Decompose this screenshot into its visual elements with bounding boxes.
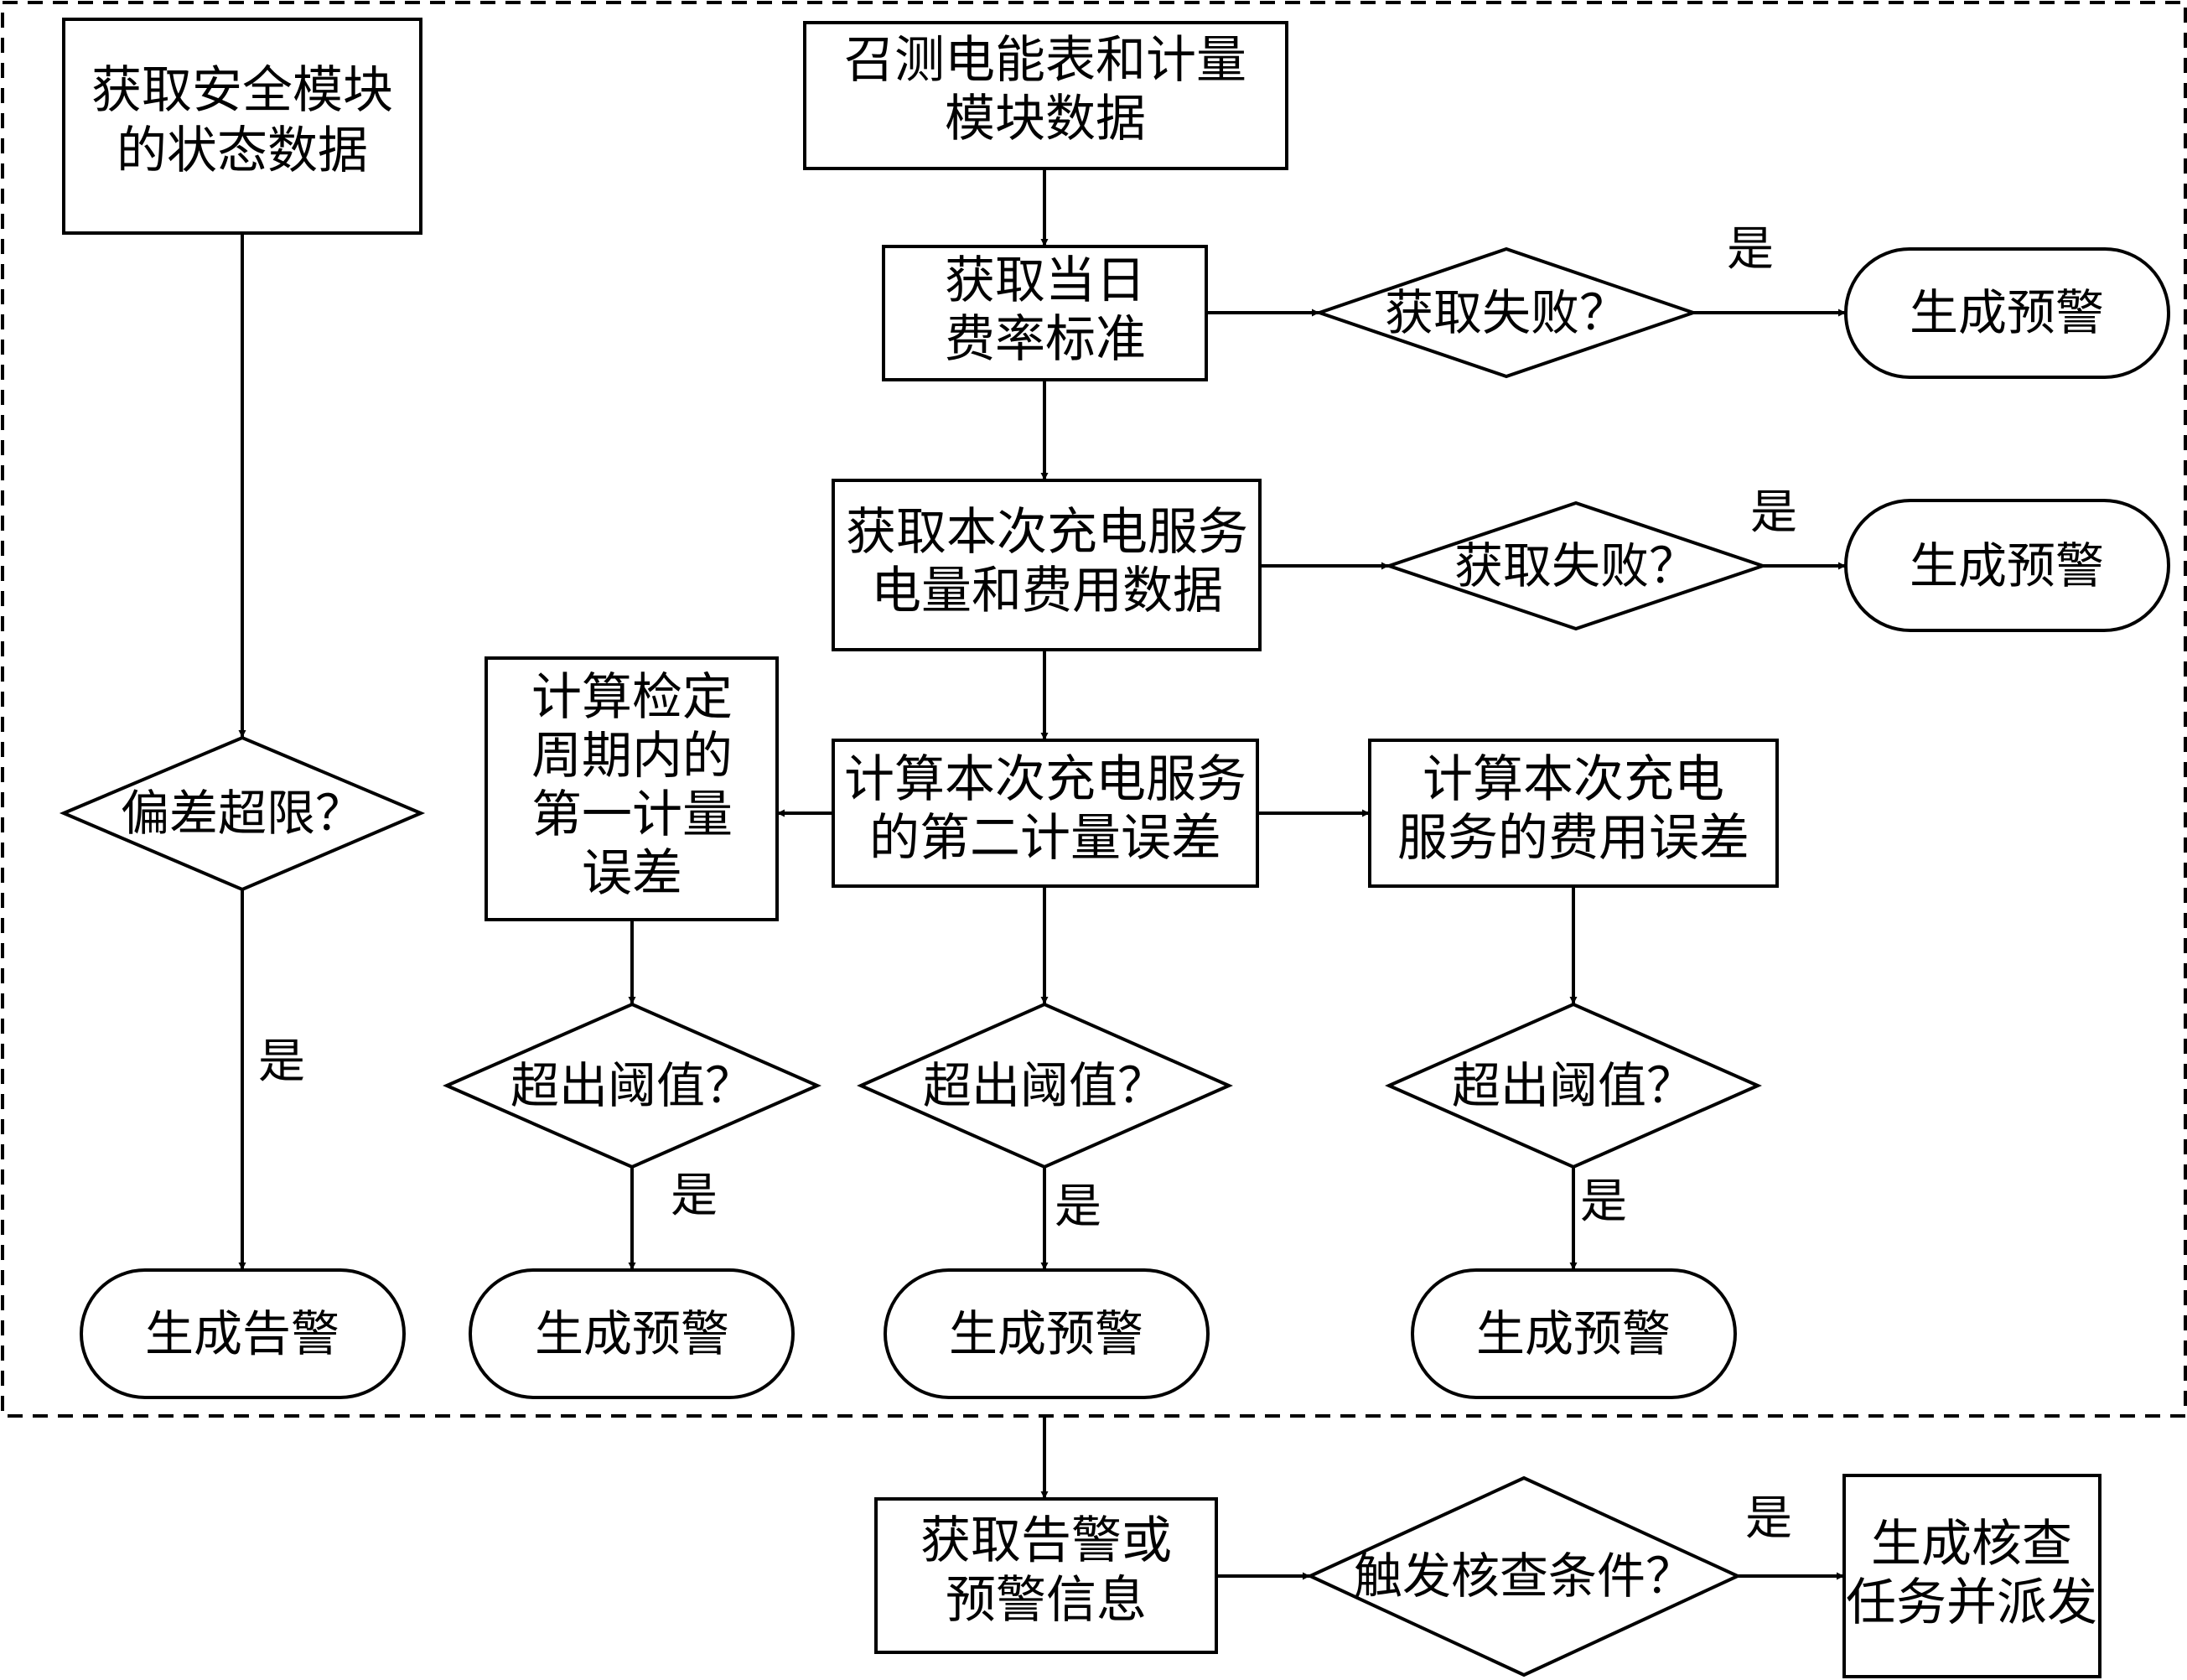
node-warn-5: 生成预警 [1411, 1268, 1737, 1399]
node-label-line: 周期内的 [531, 727, 733, 786]
node-label-line: 获取当日 [945, 251, 1146, 310]
node-label: 生成预警 [1910, 284, 2104, 341]
node-fail-1: 获取失败？ [1314, 246, 1699, 379]
node-label-line: 获取安全模块 [91, 61, 393, 120]
node-second-error: 计算本次充电服务 的第二计量误差 [832, 739, 1259, 888]
node-label: 生成预警 [1476, 1305, 1671, 1362]
node-call-meter: 召测电能表和计量 模块数据 [803, 21, 1288, 170]
node-label: 生成预警 [949, 1305, 1143, 1362]
node-label: 超出阈值？ [1452, 1057, 1695, 1114]
node-alarm-security: 生成告警 [80, 1268, 406, 1399]
node-fail-2: 获取失败？ [1383, 500, 1769, 631]
node-warn-2: 生成预警 [1844, 499, 2170, 632]
yes-label-threshold-3: 是 [1580, 1174, 1627, 1229]
connectors [238, 169, 1846, 1580]
yes-label-deviation: 是 [258, 1034, 305, 1089]
node-label-line: 获取本次充电服务 [846, 503, 1248, 562]
node-task: 生成核查 任务并派发 [1842, 1474, 2101, 1678]
monitoring-boundary [1, 1, 2187, 1418]
node-label: 生成预警 [535, 1305, 729, 1362]
node-label-line: 第一计量 [531, 786, 733, 844]
node-label-line: 预警信息 [946, 1571, 1147, 1630]
node-label-line: 模块数据 [945, 90, 1146, 148]
node-get-rate: 获取当日 费率标准 [882, 245, 1208, 381]
node-label-line: 的状态数据 [117, 122, 368, 180]
node-label-line: 生成核查 [1871, 1515, 2072, 1574]
node-label-line: 计算本次充电服务 [844, 750, 1246, 809]
node-security-module: 获取安全模块 的状态数据 [62, 18, 422, 235]
node-trigger: 触发核查条件？ [1306, 1475, 1742, 1677]
yes-label-threshold-1: 是 [671, 1169, 718, 1223]
yes-label-threshold-2: 是 [1055, 1180, 1101, 1234]
node-label: 生成预警 [1910, 537, 2104, 594]
node-label-line: 电量和费用数据 [871, 562, 1223, 620]
node-cost-error: 计算本次充电 服务的费用误差 [1368, 739, 1779, 888]
node-label-line: 费率标准 [945, 310, 1146, 369]
node-label: 获取失败？ [1385, 284, 1628, 341]
node-threshold-1: 超出阈值？ [443, 1002, 821, 1169]
node-label-line: 获取告警或 [920, 1511, 1172, 1570]
node-label-line: 计算本次充电 [1423, 750, 1724, 809]
node-threshold-3: 超出阈值？ [1385, 1002, 1762, 1169]
node-get-info: 获取告警或 预警信息 [874, 1497, 1218, 1654]
node-warn-4: 生成预警 [884, 1268, 1210, 1399]
node-threshold-2: 超出阈值？ [857, 1002, 1233, 1169]
yes-label-trigger: 是 [1745, 1491, 1792, 1546]
node-label-line: 误差 [582, 844, 682, 903]
node-label-line: 服务的费用误差 [1397, 809, 1749, 868]
yes-label-fail-1: 是 [1727, 222, 1774, 277]
node-label: 超出阈值？ [510, 1057, 754, 1114]
node-label-line: 任务并派发 [1846, 1574, 2097, 1632]
node-label: 触发核查条件？ [1354, 1548, 1694, 1605]
node-label: 获取失败？ [1454, 537, 1697, 594]
node-warn-3: 生成预警 [469, 1268, 795, 1399]
node-first-error: 计算检定 周期内的 第一计量 误差 [485, 656, 779, 921]
node-label-line: 召测电能表和计量 [844, 31, 1246, 90]
node-label: 生成告警 [145, 1305, 339, 1362]
node-warn-1: 生成预警 [1844, 247, 2170, 379]
node-label-line: 的第二计量误差 [869, 809, 1221, 868]
node-deviation: 偏差超限？ [59, 735, 426, 892]
yes-label-fail-2: 是 [1750, 485, 1797, 540]
node-get-service: 获取本次充电服务 电量和费用数据 [832, 479, 1262, 651]
node-label-line: 计算检定 [531, 668, 733, 727]
node-label: 超出阈值？ [923, 1057, 1166, 1114]
node-label: 偏差超限？ [121, 785, 364, 842]
